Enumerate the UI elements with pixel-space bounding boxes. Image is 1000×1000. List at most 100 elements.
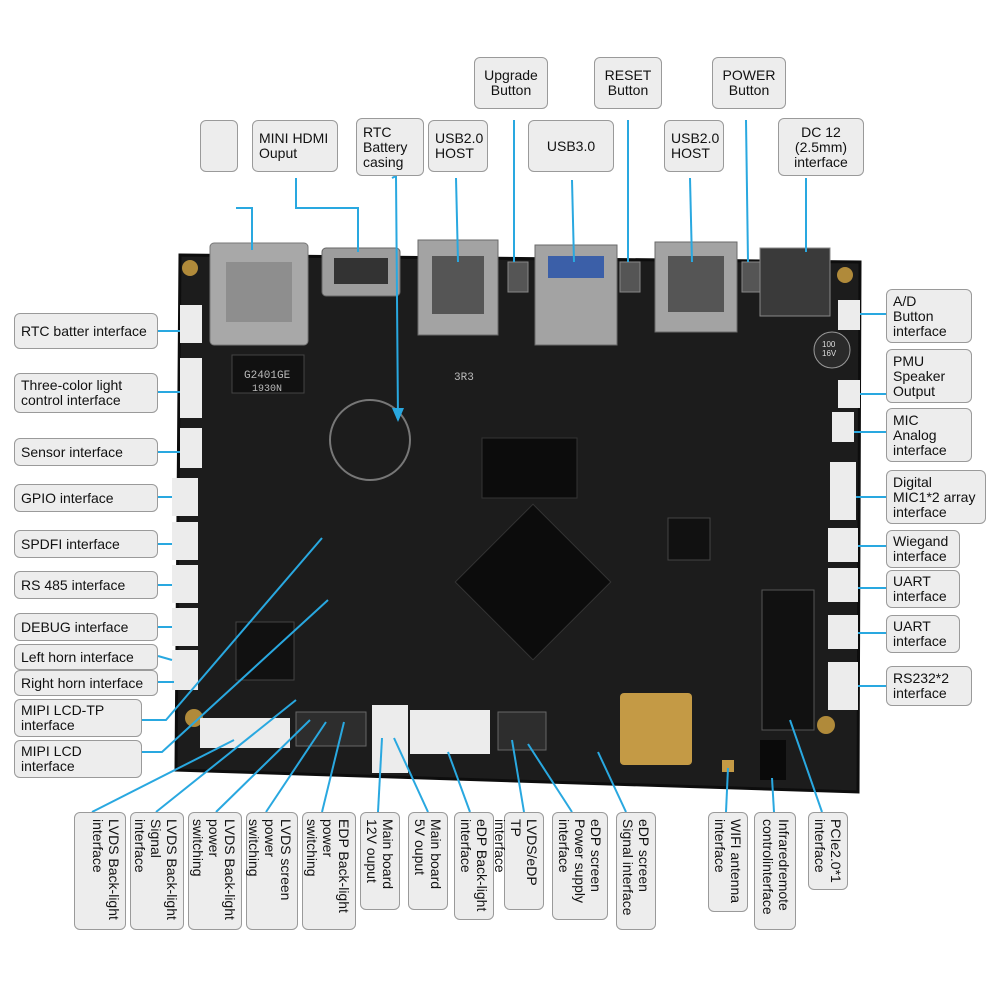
chip-marking-2: 1930N bbox=[252, 384, 283, 395]
label-usb20-host-left: USB2.0 HOST bbox=[428, 120, 488, 172]
label-rtc-batter-interface: RTC batter interface bbox=[14, 313, 158, 349]
leader-usb20-right bbox=[689, 177, 693, 263]
chip-a bbox=[231, 354, 305, 394]
label-mipi-lcd-tp: MIPI LCD-TP interface bbox=[14, 699, 142, 737]
leader-edp-bl-power bbox=[321, 721, 345, 813]
leader-left-horn bbox=[157, 655, 173, 661]
label-edp-screen-signal: eDP screen Signal interface bbox=[616, 812, 656, 930]
connector-debug bbox=[172, 608, 198, 646]
label-lvds-edp-tp: LVDS/eDP TP interface bbox=[492, 812, 544, 910]
wifi-antenna-connector bbox=[722, 760, 734, 772]
leader-usb30 bbox=[571, 179, 575, 263]
label-left-horn: Left horn interface bbox=[14, 644, 158, 670]
connector-dmic bbox=[830, 462, 856, 520]
leader-infrared bbox=[771, 777, 775, 813]
label-edp-backlight-power: EDP Back-light power switching bbox=[302, 812, 356, 930]
connector-gpio bbox=[172, 478, 198, 516]
soc-chip bbox=[454, 503, 612, 661]
label-reset-button: RESET Button bbox=[594, 57, 662, 109]
leader-wifi-antenna bbox=[725, 767, 729, 813]
label-debug-interface: DEBUG interface bbox=[14, 613, 158, 641]
label-mic-analog: MIC Analog interface bbox=[886, 408, 972, 462]
label-uart-2: UART interface bbox=[886, 615, 960, 653]
label-pmu-speaker: PMU Speaker Output bbox=[886, 349, 972, 403]
leader-ethernet bbox=[236, 207, 253, 250]
pcie-slot bbox=[761, 589, 815, 731]
leader-main-5v bbox=[393, 737, 429, 813]
chip-b bbox=[235, 621, 295, 681]
connector-lvds-bl bbox=[200, 718, 290, 748]
capacitor-marking: 100 16V bbox=[822, 340, 837, 358]
label-mipi-lcd: MIPI LCD interface bbox=[14, 740, 142, 778]
upgrade-button-part bbox=[507, 261, 529, 293]
rtc-battery-outline bbox=[329, 399, 411, 481]
label-gpio-interface: GPIO interface bbox=[14, 484, 158, 512]
label-cropped bbox=[200, 120, 238, 172]
leader-lvds-bl-signal bbox=[155, 699, 297, 813]
power-button-part bbox=[741, 261, 763, 293]
label-rtc-battery-casing: RTC Battery casing bbox=[356, 118, 424, 176]
mount-hole bbox=[182, 260, 198, 276]
connector-uart1 bbox=[828, 568, 858, 602]
leader-rtc-battery bbox=[391, 174, 399, 421]
label-rs485-interface: RS 485 interface bbox=[14, 571, 158, 599]
connector-horns bbox=[172, 650, 198, 690]
mount-hole bbox=[837, 267, 853, 283]
connector-ad bbox=[838, 300, 860, 330]
ir-receiver bbox=[760, 740, 786, 780]
label-main-board-12v: Main board 12V ouput bbox=[360, 812, 400, 910]
pin-headers-left bbox=[295, 711, 367, 747]
label-uart-1: UART interface bbox=[886, 570, 960, 608]
mount-hole bbox=[185, 709, 203, 727]
label-lvds-backlight-interface: LVDS Back-light interface bbox=[74, 812, 126, 930]
connector-spdif bbox=[172, 522, 198, 560]
label-rs232: RS232*2 interface bbox=[886, 666, 972, 706]
leader-lvds-bl-power bbox=[215, 719, 311, 813]
label-lvds-backlight-power: LVDS Back-light power switching bbox=[188, 812, 242, 930]
leader-edp-power bbox=[527, 743, 573, 813]
connector-main-power bbox=[372, 705, 408, 773]
leader-edp-bl-if bbox=[447, 751, 471, 813]
label-infrared-remote: Infraredremote controlinterface bbox=[754, 812, 796, 930]
label-wiegand: Wiegand interface bbox=[886, 530, 960, 568]
leader-lvds-screen bbox=[265, 721, 327, 813]
reset-button-part bbox=[619, 261, 641, 293]
inductor-code: 3R3 bbox=[454, 372, 474, 384]
leader-lines bbox=[91, 119, 886, 813]
connector-rs485 bbox=[172, 565, 198, 603]
label-three-color-light: Three-color light control interface bbox=[14, 373, 158, 413]
leader-mipi-lcd bbox=[142, 599, 329, 753]
label-usb30: USB3.0 bbox=[528, 120, 614, 172]
label-pcie: PCIe2.0*1 interface bbox=[808, 812, 848, 890]
capacitor bbox=[813, 331, 851, 369]
connector-rs232 bbox=[828, 662, 858, 710]
label-mini-hdmi: MINI HDMI Ouput bbox=[252, 120, 338, 172]
mount-hole bbox=[817, 716, 835, 734]
chip-marking: G2401GE bbox=[244, 370, 291, 382]
leader-lvds-bl-if bbox=[91, 739, 235, 813]
label-edp-screen-power: eDP screen Power supply interface bbox=[552, 812, 608, 920]
connector-sensor bbox=[180, 428, 202, 468]
connector-rtc bbox=[180, 305, 202, 343]
leader-main-12v bbox=[377, 737, 383, 813]
label-lvds-backlight-signal: LVDS Back-light Signal interface bbox=[130, 812, 184, 930]
chip-c bbox=[667, 517, 711, 561]
label-main-board-5v: Main board 5V ouput bbox=[408, 812, 448, 910]
label-sensor-interface: Sensor interface bbox=[14, 438, 158, 466]
leader-pcie bbox=[789, 719, 823, 813]
leader-usb20-left bbox=[455, 177, 459, 263]
label-ad-button: A/D Button interface bbox=[886, 289, 972, 343]
label-digital-mic: Digital MIC1*2 array interface bbox=[886, 470, 986, 524]
dc-jack bbox=[759, 247, 831, 317]
connector-edp-bl bbox=[410, 710, 490, 754]
connector-mic bbox=[832, 412, 854, 442]
leader-edp-signal bbox=[597, 751, 627, 813]
label-dc12: DC 12 (2.5mm) interface bbox=[778, 118, 864, 176]
wifi-module bbox=[620, 693, 692, 765]
memory-chip bbox=[481, 437, 578, 499]
label-upgrade-button: Upgrade Button bbox=[474, 57, 548, 109]
leader-power bbox=[745, 119, 749, 263]
connector-uart2 bbox=[828, 615, 858, 649]
label-power-button: POWER Button bbox=[712, 57, 786, 109]
